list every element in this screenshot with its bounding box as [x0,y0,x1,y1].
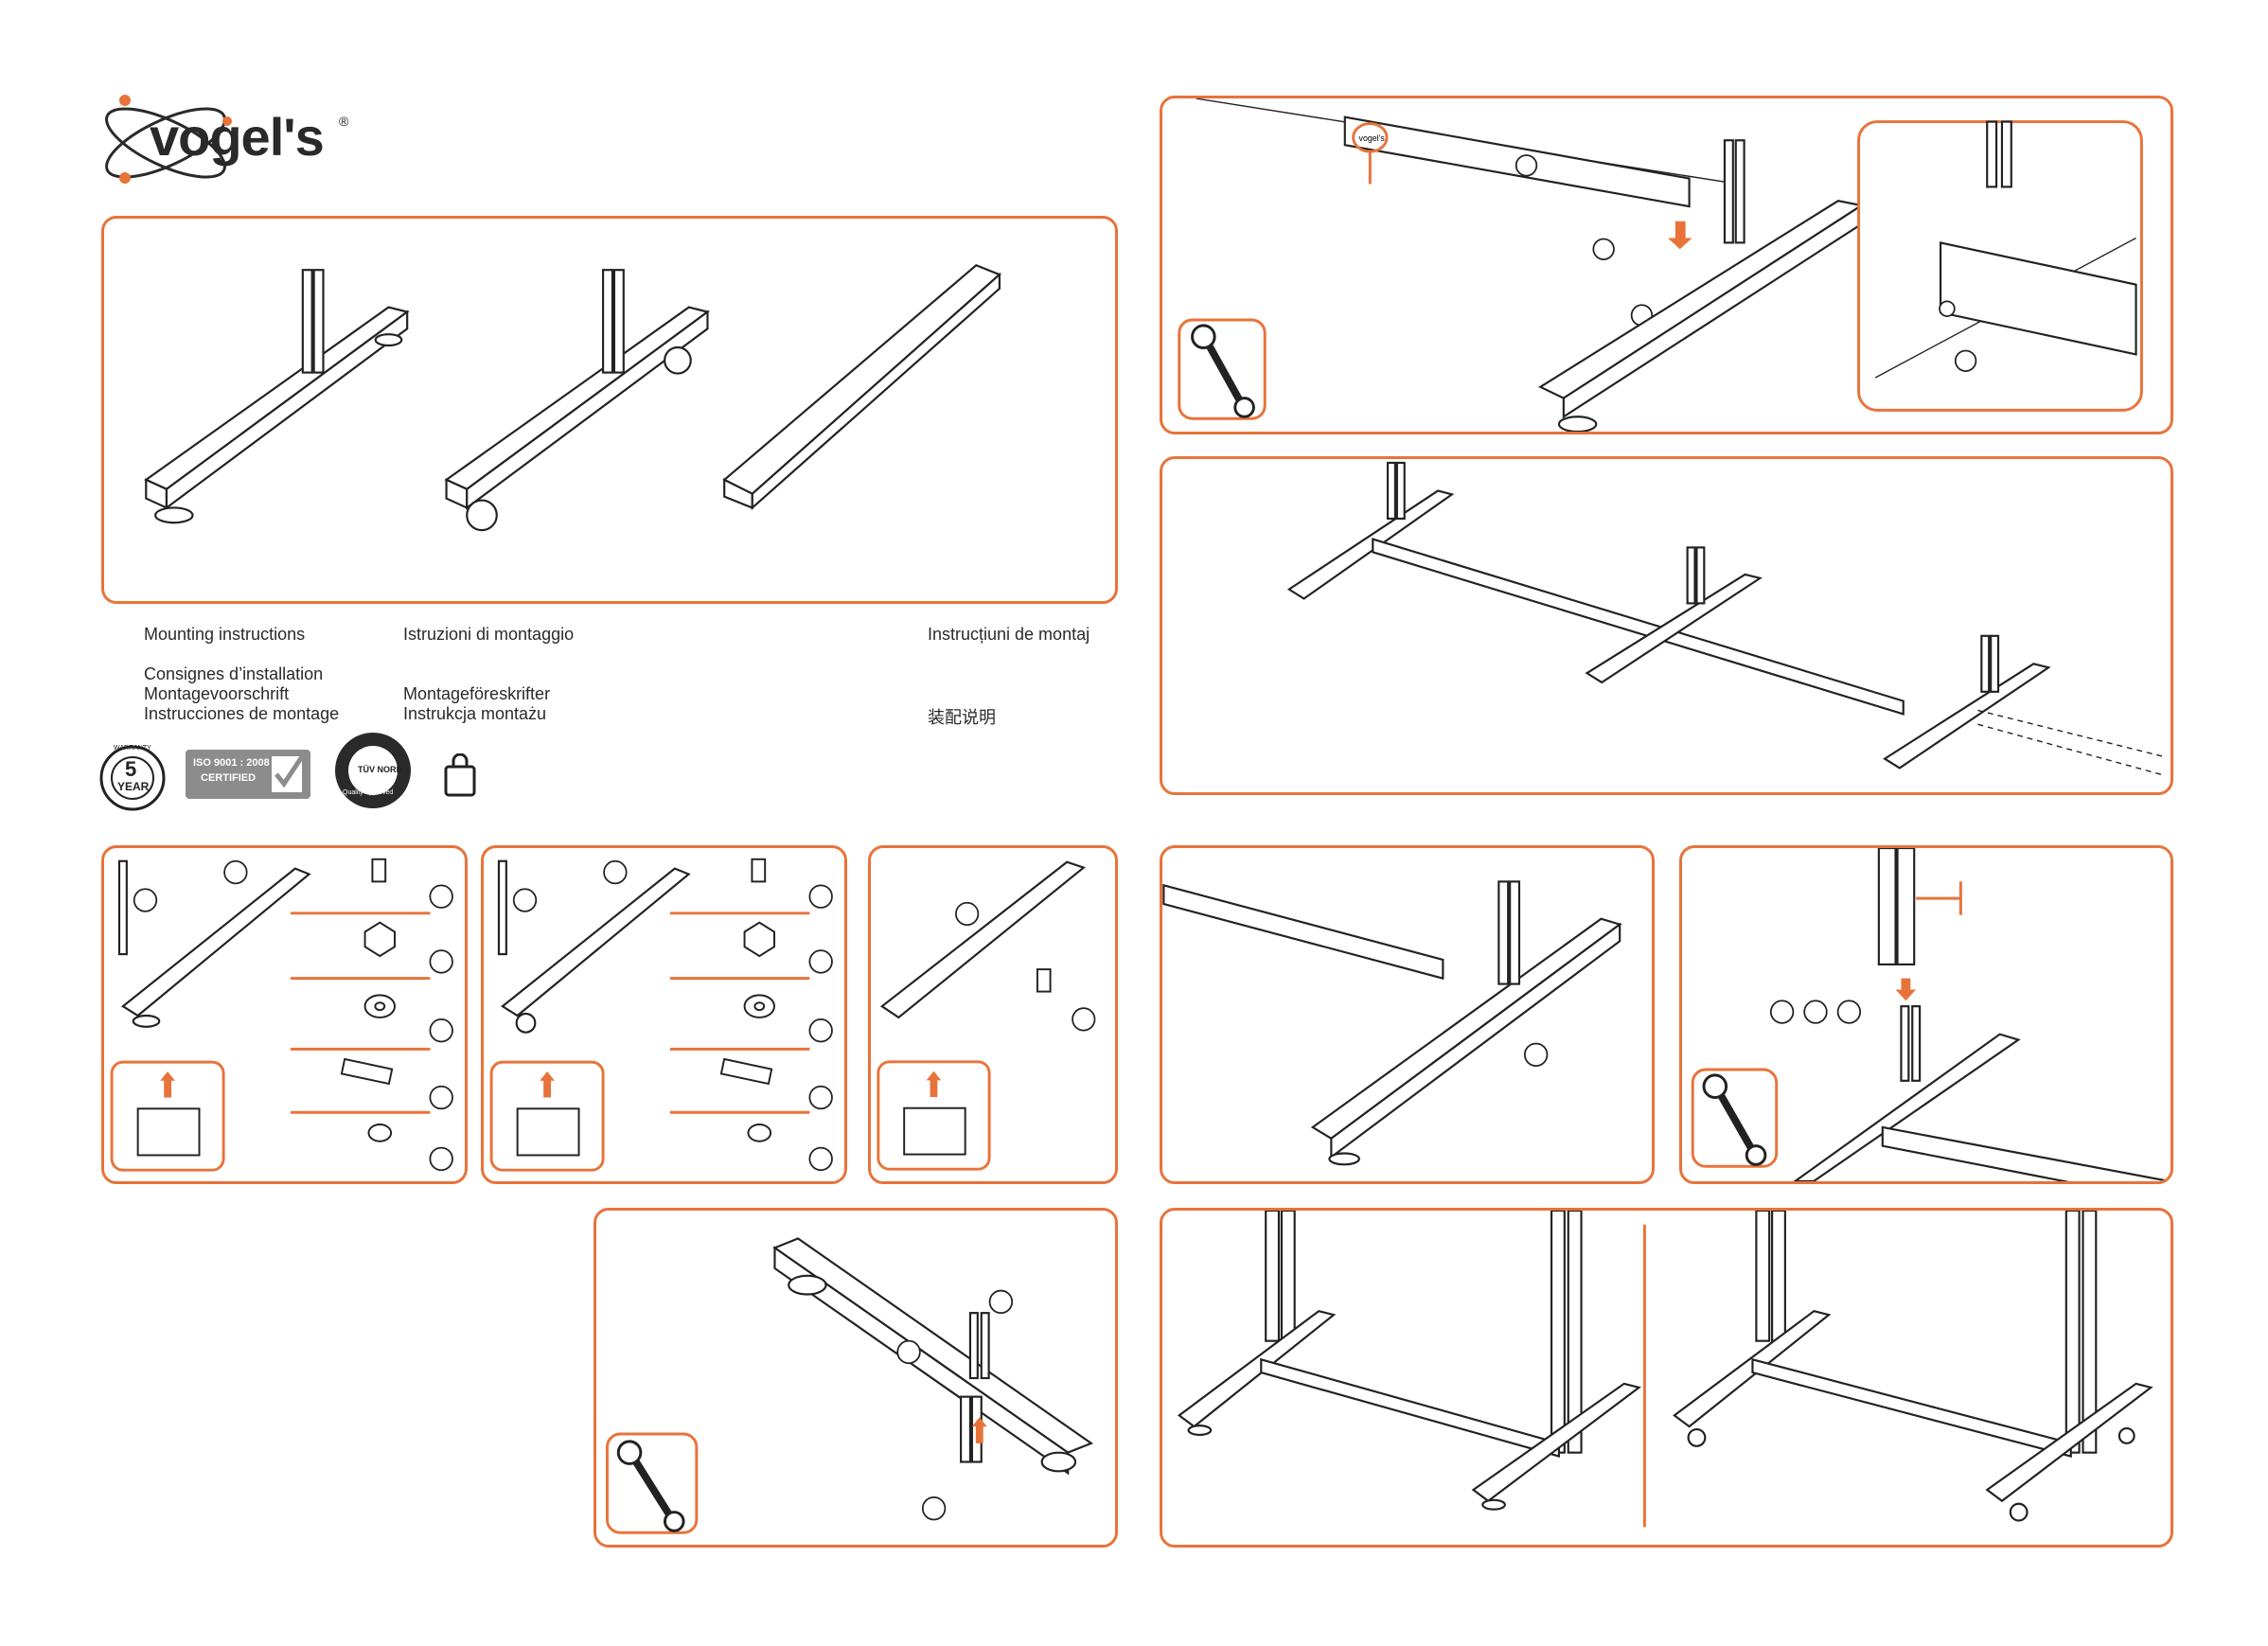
bolt-icon [752,859,765,882]
finished-stands-illustration [1162,1211,2171,1545]
parts-overview-panel [101,216,1118,604]
lang-zh: 装配说明 [928,704,996,729]
finished-stands-panel [1160,1208,2173,1548]
registered-mark: ® [339,114,348,129]
lang-pl: Instrukcja montażu [403,704,546,724]
attach-beam-illustration: vogel's [1162,98,2171,432]
underside-illustration [596,1211,1115,1545]
nut-icon [745,923,774,956]
lang-fr: Consignes d’installation [144,664,323,684]
mount-upright-illustration [1682,848,2171,1181]
parts-list-glider-illustration [104,848,465,1181]
step-attach-beam-panel: vogel's [1160,96,2173,434]
lang-ro: Instrucțiuni de montaj [928,625,1090,645]
step-underside-panel [594,1208,1118,1548]
long-bolt-icon [342,1059,392,1084]
lang-en: Mounting instructions [144,625,305,645]
warranty-badge: 5 YEAR WARRANTY [98,744,167,812]
nut-icon [365,923,395,956]
bolt-icon [372,859,385,882]
vogels-logo: vogel's ® [95,91,360,195]
fix-bracket-illustration [1162,848,1652,1181]
tuv-badge: TÜV NORD Quality Approved [333,731,413,810]
checkmark-icon [267,750,309,799]
cap-icon [368,1124,391,1142]
iso-badge: ISO 9001 : 2008 CERTIFIED [186,750,310,799]
svg-text:vogel's: vogel's [1359,133,1386,143]
parts-list-caster-panel [481,845,847,1184]
washer-icon [365,995,395,1018]
lang-es: Instrucciones de montage [144,704,339,724]
bolt-icon [1037,969,1051,991]
assembled-frame-illustration [1162,459,2171,792]
lang-it: Istruzioni di montaggio [403,625,574,645]
assembled-frame-panel [1160,456,2173,795]
cap-icon [748,1124,771,1142]
step-fix-bracket-panel [1160,845,1655,1184]
lang-nl: Montagevoorschrift [144,684,289,704]
cross-beam-icon [724,265,1000,507]
logo-wordmark: vogel's [150,106,324,168]
parts-list-caster-illustration [484,848,844,1181]
parts-list-glider-panel [101,845,468,1184]
parts-list-beam-illustration [871,848,1115,1181]
step-mount-upright-panel [1679,845,2173,1184]
foot-with-casters-icon [447,270,708,530]
foot-with-glider-icon [146,270,407,522]
washer-icon [745,995,774,1018]
long-bolt-icon [721,1059,771,1084]
parts-list-beam-panel [868,845,1118,1184]
weight-icon [443,753,477,797]
lang-sv: Montageföreskrifter [403,684,550,704]
parts-overview-illustration [104,219,1115,601]
